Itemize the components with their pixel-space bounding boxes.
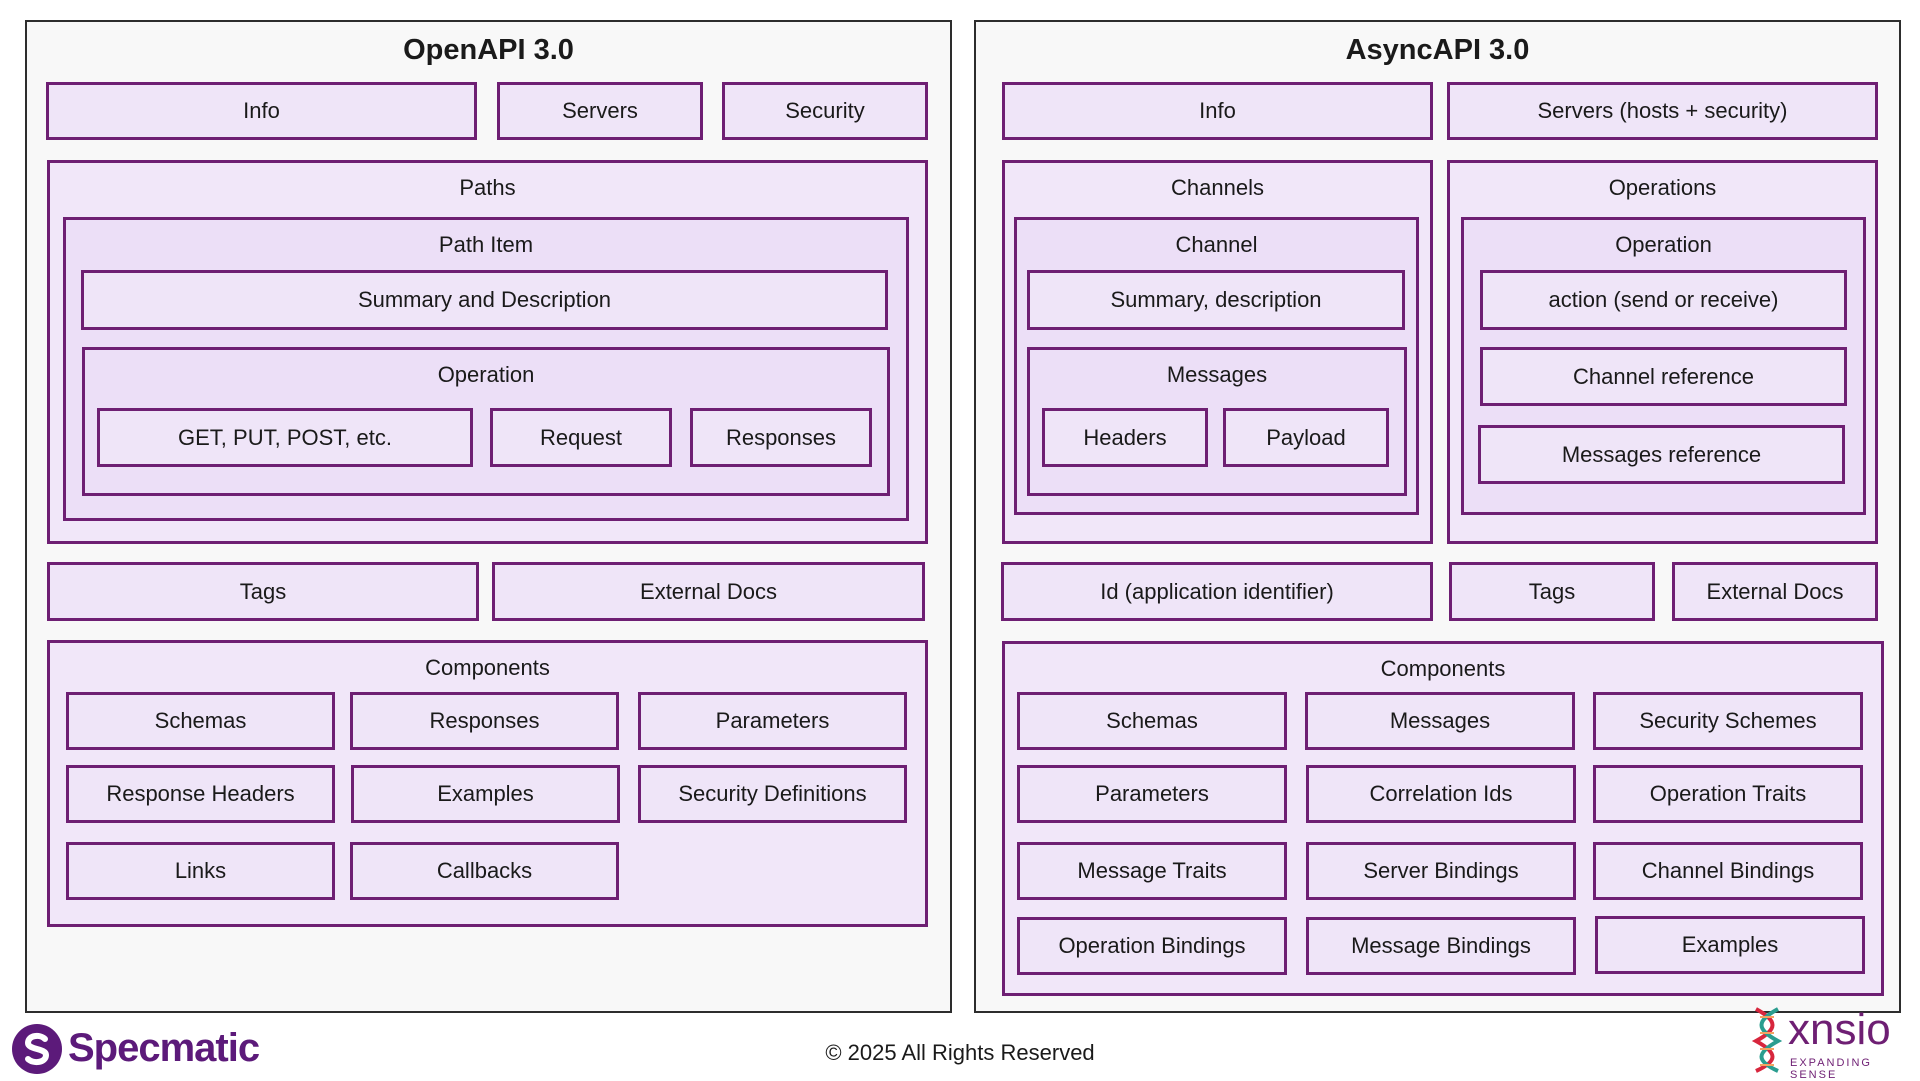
asyncapi-title: AsyncAPI 3.0 [1345, 34, 1530, 66]
asyncapi-component-security-schemes: Security Schemes [1593, 692, 1863, 750]
asyncapi-messages-label: Messages [1166, 362, 1268, 387]
asyncapi-component-channel-bindings: Channel Bindings [1593, 842, 1863, 900]
asyncapi-channels-label: Channels [1171, 175, 1264, 200]
specmatic-logo-icon [12, 1024, 62, 1074]
asyncapi-external-docs-box: External Docs [1672, 562, 1878, 621]
openapi-operation-label: Operation [437, 362, 535, 387]
asyncapi-component-message-bindings: Message Bindings [1306, 917, 1576, 975]
openapi-summary-box: Summary and Description [81, 270, 888, 330]
openapi-component-parameters: Parameters [638, 692, 907, 750]
asyncapi-component-parameters: Parameters [1017, 765, 1287, 823]
asyncapi-component-correlation-ids: Correlation Ids [1306, 765, 1576, 823]
xnsio-logo-text: xnsio [1788, 1005, 1891, 1054]
asyncapi-id-box: Id (application identifier) [1001, 562, 1433, 621]
xnsio-logo: xnsio EXPANDING SENSE [1750, 1005, 1920, 1081]
asyncapi-info-box: Info [1002, 82, 1433, 140]
openapi-request-box: Request [490, 408, 672, 467]
openapi-responses-box: Responses [690, 408, 872, 467]
asyncapi-action-box: action (send or receive) [1480, 270, 1847, 330]
copyright-text: © 2025 All Rights Reserved [825, 1040, 1095, 1065]
asyncapi-component-schemas: Schemas [1017, 692, 1287, 750]
specmatic-logo-text: Specmatic [68, 1026, 260, 1070]
asyncapi-channel-summary-box: Summary, description [1027, 270, 1405, 330]
xnsio-dna-icon [1751, 1007, 1783, 1073]
asyncapi-component-operation-traits: Operation Traits [1593, 765, 1863, 823]
asyncapi-servers-box: Servers (hosts + security) [1447, 82, 1878, 140]
openapi-info-box: Info [46, 82, 477, 140]
asyncapi-messages-reference-box: Messages reference [1478, 425, 1845, 484]
asyncapi-operation-label: Operation [1615, 232, 1712, 257]
openapi-paths-label: Paths [459, 175, 516, 200]
openapi-component-callbacks: Callbacks [350, 842, 619, 900]
openapi-components-label: Components [425, 655, 550, 680]
openapi-component-responses: Responses [350, 692, 619, 750]
asyncapi-component-examples: Examples [1595, 916, 1865, 974]
openapi-tags-box: Tags [47, 562, 479, 621]
asyncapi-component-message-traits: Message Traits [1017, 842, 1287, 900]
openapi-external-docs-box: External Docs [492, 562, 925, 621]
openapi-component-response-headers: Response Headers [66, 765, 335, 823]
asyncapi-components-label: Components [1380, 656, 1506, 681]
asyncapi-component-operation-bindings: Operation Bindings [1017, 917, 1287, 975]
openapi-title: OpenAPI 3.0 [403, 34, 574, 66]
openapi-methods-box: GET, PUT, POST, etc. [97, 408, 473, 467]
asyncapi-channel-label: Channel [1175, 232, 1258, 257]
openapi-component-security-definitions: Security Definitions [638, 765, 907, 823]
openapi-component-links: Links [66, 842, 335, 900]
openapi-security-box: Security [722, 82, 928, 140]
openapi-path-item-label: Path Item [438, 232, 534, 257]
asyncapi-headers-box: Headers [1042, 408, 1208, 467]
asyncapi-payload-box: Payload [1223, 408, 1389, 467]
asyncapi-component-server-bindings: Server Bindings [1306, 842, 1576, 900]
xnsio-tagline: EXPANDING SENSE [1790, 1057, 1872, 1081]
asyncapi-tags-box: Tags [1449, 562, 1655, 621]
openapi-component-schemas: Schemas [66, 692, 335, 750]
openapi-component-examples: Examples [351, 765, 620, 823]
asyncapi-channel-reference-box: Channel reference [1480, 347, 1847, 406]
specmatic-logo: Specmatic [10, 1020, 260, 1078]
openapi-servers-box: Servers [497, 82, 703, 140]
asyncapi-component-messages: Messages [1305, 692, 1575, 750]
asyncapi-operations-label: Operations [1608, 175, 1717, 200]
